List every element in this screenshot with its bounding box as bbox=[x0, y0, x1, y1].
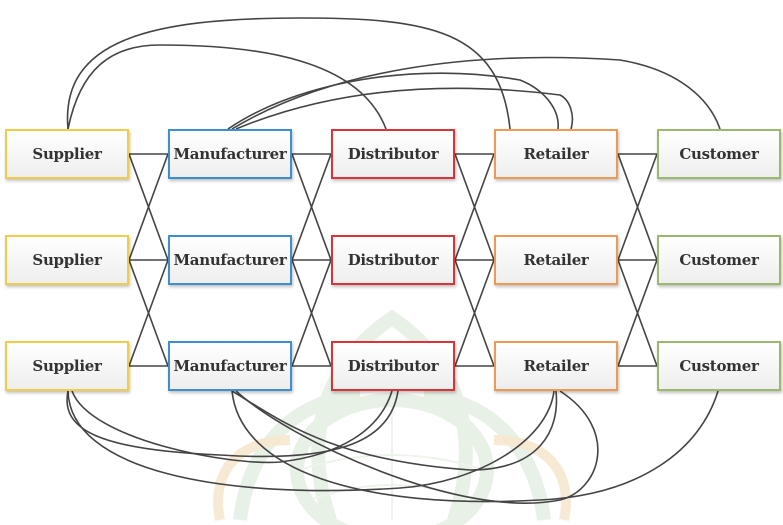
bypass-curve bbox=[71, 390, 393, 464]
bypass-curve bbox=[67, 390, 555, 492]
bypass-curve bbox=[67, 44, 387, 130]
node-label: Manufacturer bbox=[173, 357, 287, 375]
bypass-curve bbox=[231, 56, 721, 130]
node-label: Retailer bbox=[523, 145, 589, 163]
manufacturer-node: Manufacturer bbox=[168, 341, 292, 391]
connector bbox=[128, 259, 169, 367]
connector bbox=[454, 259, 495, 367]
node-label: Distributor bbox=[347, 357, 439, 375]
connector bbox=[291, 259, 332, 367]
customer-node: Customer bbox=[657, 129, 781, 179]
node-label: Customer bbox=[679, 251, 759, 269]
node-label: Manufacturer bbox=[173, 145, 287, 163]
retailer-node: Retailer bbox=[494, 341, 618, 391]
distributor-node: Distributor bbox=[331, 341, 455, 391]
node-label: Retailer bbox=[523, 357, 589, 375]
supplier-node: Supplier bbox=[5, 129, 129, 179]
bypass-curve bbox=[235, 87, 574, 130]
connector bbox=[291, 153, 332, 261]
customer-node: Customer bbox=[657, 235, 781, 285]
node-label: Retailer bbox=[523, 251, 589, 269]
manufacturer-node: Manufacturer bbox=[168, 235, 292, 285]
bypass-curve bbox=[235, 390, 599, 504]
node-label: Customer bbox=[679, 145, 759, 163]
node-label: Supplier bbox=[32, 251, 102, 269]
distributor-node: Distributor bbox=[331, 235, 455, 285]
node-label: Distributor bbox=[347, 251, 439, 269]
customer-node: Customer bbox=[657, 341, 781, 391]
connector bbox=[454, 153, 495, 261]
node-label: Distributor bbox=[347, 145, 439, 163]
distributor-node: Distributor bbox=[331, 129, 455, 179]
bypass-curve bbox=[231, 390, 719, 503]
supplier-node: Supplier bbox=[5, 341, 129, 391]
retailer-node: Retailer bbox=[494, 235, 618, 285]
bypass-curve bbox=[227, 72, 559, 130]
node-label: Supplier bbox=[32, 357, 102, 375]
node-label: Manufacturer bbox=[173, 251, 287, 269]
manufacturer-node: Manufacturer bbox=[168, 129, 292, 179]
node-label: Supplier bbox=[32, 145, 102, 163]
connector bbox=[617, 153, 658, 261]
connector bbox=[617, 259, 658, 367]
supplier-node: Supplier bbox=[5, 235, 129, 285]
connector bbox=[128, 153, 169, 261]
retailer-node: Retailer bbox=[494, 129, 618, 179]
node-label: Customer bbox=[679, 357, 759, 375]
bypass-curve bbox=[66, 17, 511, 130]
bypass-curve bbox=[231, 390, 558, 471]
bypass-curve bbox=[66, 390, 399, 458]
